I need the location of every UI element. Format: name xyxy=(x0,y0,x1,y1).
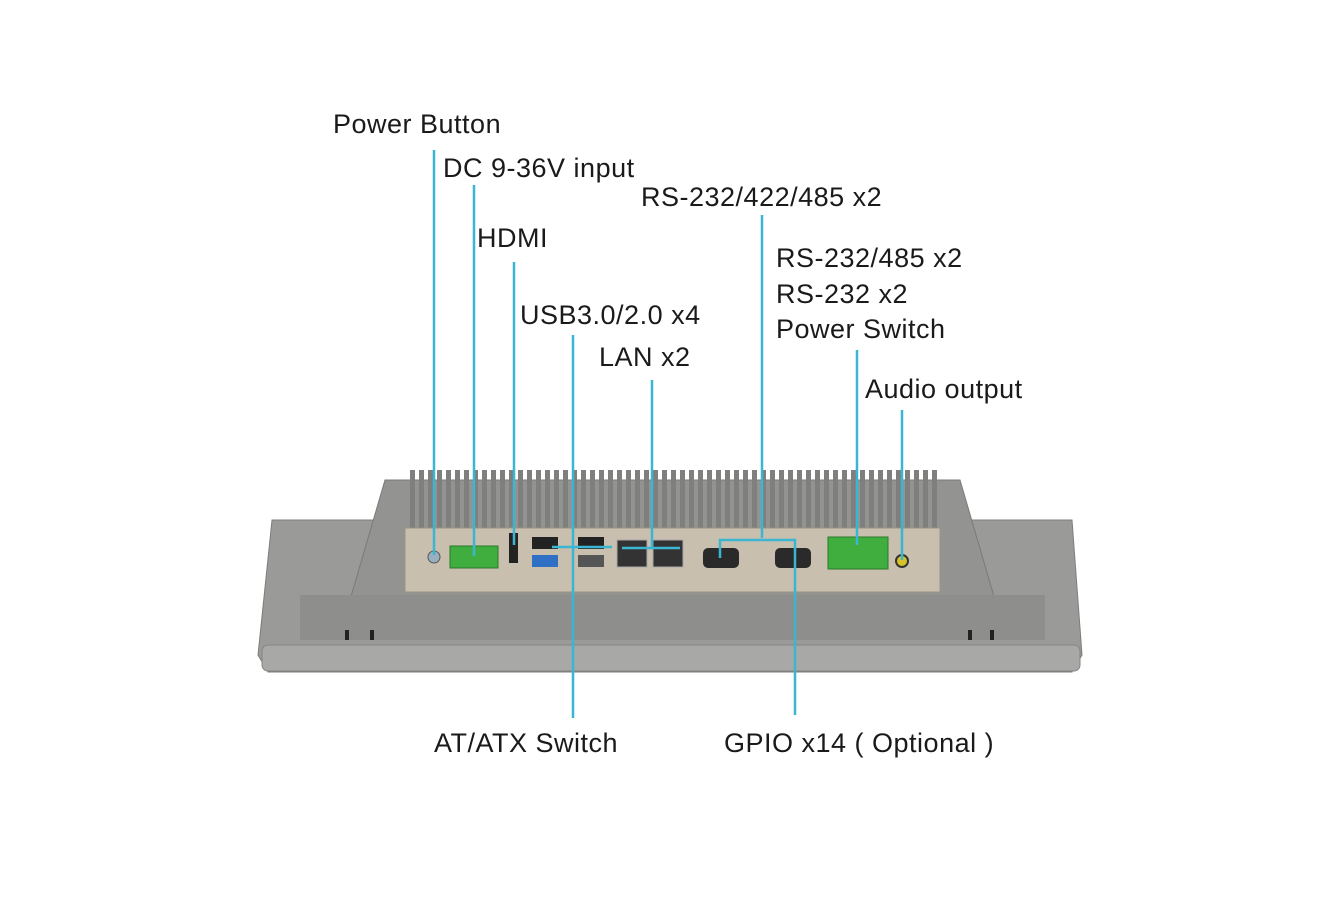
heatsink-fin xyxy=(599,470,604,528)
heatsink-fin xyxy=(815,470,820,528)
heatsink-fin xyxy=(896,470,901,528)
label-rs232: RS-232 x2 xyxy=(776,279,909,309)
heatsink-fin xyxy=(851,470,856,528)
heatsink-fin xyxy=(518,470,523,528)
heatsink-fin xyxy=(716,470,721,528)
heatsink-fin xyxy=(590,470,595,528)
heatsink-fins xyxy=(410,470,937,528)
heatsink-fin xyxy=(410,470,415,528)
heatsink-fin xyxy=(725,470,730,528)
heatsink-fin xyxy=(428,470,433,528)
label-rs232-422-485: RS-232/422/485 x2 xyxy=(641,182,883,212)
heatsink-fin xyxy=(455,470,460,528)
heatsink-fin xyxy=(563,470,568,528)
heatsink-fin xyxy=(689,470,694,528)
heatsink-fin xyxy=(770,470,775,528)
heatsink-fin xyxy=(527,470,532,528)
heatsink-fin xyxy=(914,470,919,528)
heatsink-fin xyxy=(752,470,757,528)
heatsink-fin xyxy=(680,470,685,528)
heatsink-fin xyxy=(824,470,829,528)
label-hdmi: HDMI xyxy=(477,223,548,253)
usb-port xyxy=(532,537,558,549)
heatsink-fin xyxy=(617,470,622,528)
heatsink-fin xyxy=(500,470,505,528)
label-rs232-485: RS-232/485 x2 xyxy=(776,243,963,273)
heatsink-fin xyxy=(878,470,883,528)
heatsink-fin xyxy=(446,470,451,528)
mid-frame xyxy=(300,595,1045,640)
usb-port xyxy=(578,555,604,567)
heatsink-fin xyxy=(491,470,496,528)
heatsink-fin xyxy=(842,470,847,528)
heatsink-fin xyxy=(734,470,739,528)
heatsink-fin xyxy=(554,470,559,528)
heatsink-fin xyxy=(833,470,838,528)
heatsink-fin xyxy=(887,470,892,528)
label-power-button: Power Button xyxy=(333,109,502,139)
heatsink-fin xyxy=(662,470,667,528)
heatsink-fin xyxy=(797,470,802,528)
heatsink-fin xyxy=(653,470,658,528)
heatsink-fin xyxy=(509,470,514,528)
callout-lines xyxy=(432,150,904,718)
heatsink-fin xyxy=(923,470,928,528)
heatsink-fin xyxy=(572,470,577,528)
label-gpio: GPIO x14 ( Optional ) xyxy=(724,728,995,758)
heatsink-fin xyxy=(905,470,910,528)
heatsink-fin xyxy=(626,470,631,528)
heatsink-fin xyxy=(869,470,874,528)
heatsink-fin xyxy=(761,470,766,528)
serial-port xyxy=(775,548,811,568)
heatsink-fin xyxy=(635,470,640,528)
heatsink-fin xyxy=(779,470,784,528)
heatsink-fin xyxy=(743,470,748,528)
label-power-switch: Power Switch xyxy=(776,314,946,344)
heatsink-fin xyxy=(806,470,811,528)
heatsink-fin xyxy=(473,470,478,528)
heatsink-fin xyxy=(536,470,541,528)
label-lan: LAN x2 xyxy=(599,342,691,372)
label-at-atx-switch: AT/ATX Switch xyxy=(434,728,619,758)
lan-port xyxy=(616,539,648,568)
heatsink-fin xyxy=(545,470,550,528)
heatsink-fin xyxy=(698,470,703,528)
heatsink-fin xyxy=(644,470,649,528)
bezel-lip xyxy=(261,644,1081,672)
heatsink-fin xyxy=(464,470,469,528)
heatsink-fin xyxy=(419,470,424,528)
heatsink-fin xyxy=(932,470,937,528)
label-usb: USB3.0/2.0 x4 xyxy=(520,300,701,330)
usb-port xyxy=(532,555,558,567)
heatsink-fin xyxy=(482,470,487,528)
lan-port xyxy=(652,539,684,568)
heatsink-fin xyxy=(707,470,712,528)
heatsink-fin xyxy=(860,470,865,528)
heatsink-fin xyxy=(671,470,676,528)
heatsink-fin xyxy=(581,470,586,528)
heatsink-fin xyxy=(437,470,442,528)
label-audio-output: Audio output xyxy=(865,374,1023,404)
label-dc-input: DC 9-36V input xyxy=(443,153,635,183)
heatsink-fin xyxy=(788,470,793,528)
heatsink-fin xyxy=(608,470,613,528)
hdmi-port xyxy=(509,533,518,563)
